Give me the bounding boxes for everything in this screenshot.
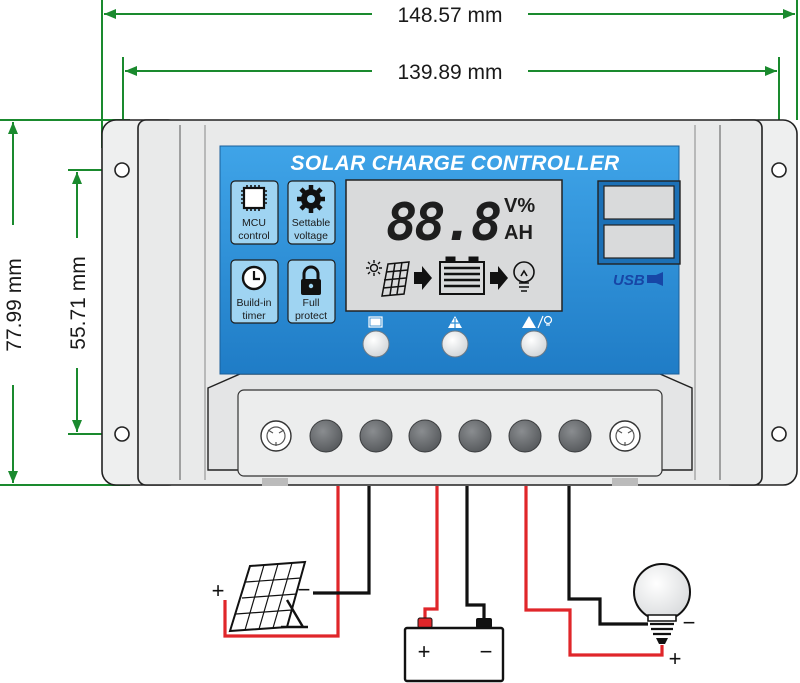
load-icon <box>448 316 462 328</box>
timer-label-line1: Build-in <box>236 297 271 309</box>
terminal-screw-6 <box>558 419 592 453</box>
screen-icon <box>368 316 383 328</box>
terminal-screw-3 <box>408 419 442 453</box>
set-button-group <box>520 315 553 358</box>
panel-title: SOLAR CHARGE CONTROLLER <box>291 152 620 175</box>
load-positive-sign: + <box>669 646 682 671</box>
mount-hole-bottom-left <box>114 426 130 442</box>
lcd-digits: 88.8 <box>386 193 500 253</box>
feature-mcu-control: MCU control <box>230 180 279 245</box>
lcd-display: 88.8 V% AH <box>345 179 563 312</box>
sun-icon <box>366 260 382 276</box>
lcd-unit-top: V% <box>504 195 535 217</box>
mount-hole-bottom-right <box>771 426 787 442</box>
gear-icon <box>297 185 325 213</box>
usb-ports: USB <box>597 180 681 289</box>
lock-icon <box>301 265 321 295</box>
battery-icon <box>439 256 485 295</box>
wires <box>223 486 664 657</box>
terminal-hole-right <box>609 420 641 452</box>
clock-icon <box>241 265 267 291</box>
down-button[interactable] <box>520 330 548 358</box>
outer-height-label: 77.99 mm <box>3 258 26 351</box>
terminal-screw-1 <box>309 419 343 453</box>
bulb-icon <box>513 261 535 292</box>
mcu-label-line1: MCU <box>242 217 266 229</box>
settable-label-line1: Settable <box>292 217 331 229</box>
solar-negative-sign: − <box>298 577 311 602</box>
arrow-icon-1 <box>414 266 432 290</box>
solar-panel <box>228 560 308 633</box>
usb-plug-icon <box>647 272 663 286</box>
hole-height-label: 55.71 mm <box>67 256 90 349</box>
battery-positive-wire <box>423 486 439 618</box>
hole-width-label: 139.89 mm <box>397 61 502 84</box>
protect-label-line1: Full <box>303 297 320 309</box>
timer-label-line2: timer <box>242 310 266 322</box>
feature-build-in-timer: Build-in timer <box>230 259 279 324</box>
battery <box>403 617 505 683</box>
solar-negative-wire <box>313 486 371 595</box>
mcu-label-line2: control <box>238 230 270 242</box>
mount-hole-top-left <box>114 162 130 178</box>
feature-settable-voltage: Settable voltage <box>287 180 336 245</box>
usb-label: USB <box>613 272 645 289</box>
battery-positive-sign: + <box>418 639 431 664</box>
load-positive-wire <box>524 486 664 657</box>
menu-button[interactable] <box>362 330 390 358</box>
solar-positive-sign: + <box>212 578 225 603</box>
warning-bulb-icon <box>522 315 553 329</box>
protect-label-line2: protect <box>295 310 327 322</box>
feature-full-protect: Full protect <box>287 259 336 324</box>
terminal-row <box>260 419 641 453</box>
load-button-group <box>441 316 469 358</box>
terminal-screw-4 <box>458 419 492 453</box>
solar-panel-icon <box>381 261 410 297</box>
terminal-screw-5 <box>508 419 542 453</box>
terminal-hole-left <box>260 420 292 452</box>
arrow-icon-2 <box>490 266 508 290</box>
settable-label-line2: voltage <box>294 230 328 242</box>
outer-width-label: 148.57 mm <box>397 4 502 27</box>
mount-hole-top-right <box>771 162 787 178</box>
light-bulb <box>633 563 691 644</box>
battery-negative-sign: − <box>480 639 493 664</box>
lcd-unit-bottom: AH <box>504 222 533 244</box>
solar-positive-wire <box>223 486 340 638</box>
dimension-lines <box>0 0 798 486</box>
menu-button-group <box>362 316 390 358</box>
load-negative-sign: − <box>683 610 696 635</box>
terminal-screw-2 <box>359 419 393 453</box>
load-negative-wire <box>567 486 648 626</box>
up-button[interactable] <box>441 330 469 358</box>
battery-negative-wire <box>465 486 486 618</box>
chip-icon <box>241 185 267 211</box>
